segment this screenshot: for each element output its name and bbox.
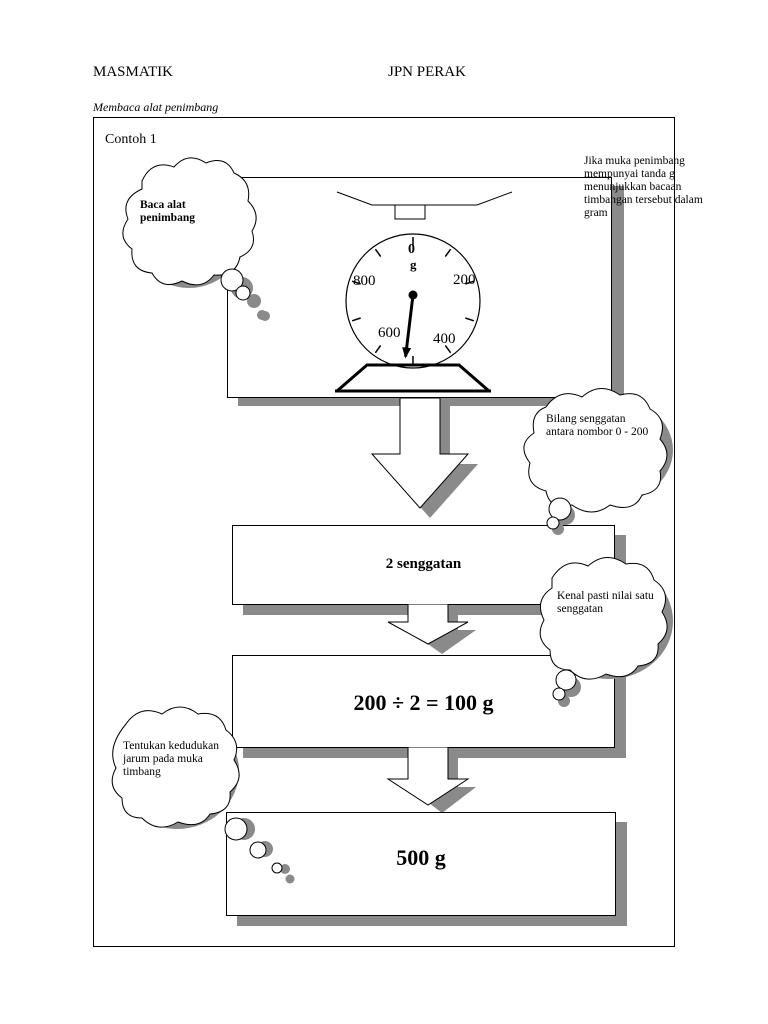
dial-label-600: 600	[378, 325, 401, 341]
dial-label-800: 800	[353, 273, 376, 289]
thought-bubble-read-scale	[122, 157, 270, 321]
thought-bubble-pointer-position	[111, 706, 295, 884]
dial-tick	[465, 317, 475, 322]
step-divisions-text: 2 senggatan	[385, 556, 462, 572]
worksheet-frame	[93, 117, 675, 947]
dial-unit-label: g	[410, 257, 417, 272]
bubble-read-scale-text: Baca alat penimbang	[140, 199, 195, 224]
dial-tick	[444, 248, 452, 257]
step-result-text: 500 g	[396, 845, 446, 870]
thought-bubble-division-value	[539, 557, 673, 707]
dial-tick	[351, 317, 361, 322]
subtitle: Membaca alat penimbang	[93, 100, 219, 114]
step-result-box: 500 g	[226, 812, 616, 916]
dial-tick	[351, 280, 361, 285]
step-calculation-box: 200 ÷ 2 = 100 g	[232, 655, 615, 748]
arrow-down-1	[370, 397, 478, 518]
dial-label-zero: 0	[408, 242, 415, 257]
bubble-count-divisions-text: Bilang senggatan antara nombor 0 - 200	[546, 413, 649, 438]
dial-center	[408, 290, 418, 300]
weighing-scale: 0 g 200 400 600 800	[335, 191, 513, 393]
arrow-down-2	[387, 604, 476, 654]
dial-ticks	[351, 237, 475, 365]
bubble-division-value-text: Kenal pasti nilai satu senggatan	[557, 590, 654, 615]
dial-label-400: 400	[433, 331, 456, 347]
dial-tick	[465, 280, 475, 285]
scale-note: Jika muka penimbang mempunyai tanda g me…	[584, 155, 703, 219]
header-left: MASMATIK	[93, 64, 174, 80]
dial-needle	[404, 294, 415, 357]
thought-bubble-count-divisions	[523, 388, 673, 535]
bubble-pointer-position-text: Tentukan kedudukan jarum pada muka timba…	[123, 740, 219, 778]
dial-label-200: 200	[453, 272, 476, 288]
dial-tick	[374, 345, 382, 354]
header-center: JPN PERAK	[388, 64, 466, 80]
dial-needle-tip	[402, 347, 412, 359]
dial-tick	[444, 345, 452, 354]
dial-tick	[374, 248, 382, 257]
arrow-down-3	[386, 747, 476, 813]
example-label: Contoh 1	[105, 132, 157, 147]
step-calculation-text: 200 ÷ 2 = 100 g	[353, 690, 494, 715]
